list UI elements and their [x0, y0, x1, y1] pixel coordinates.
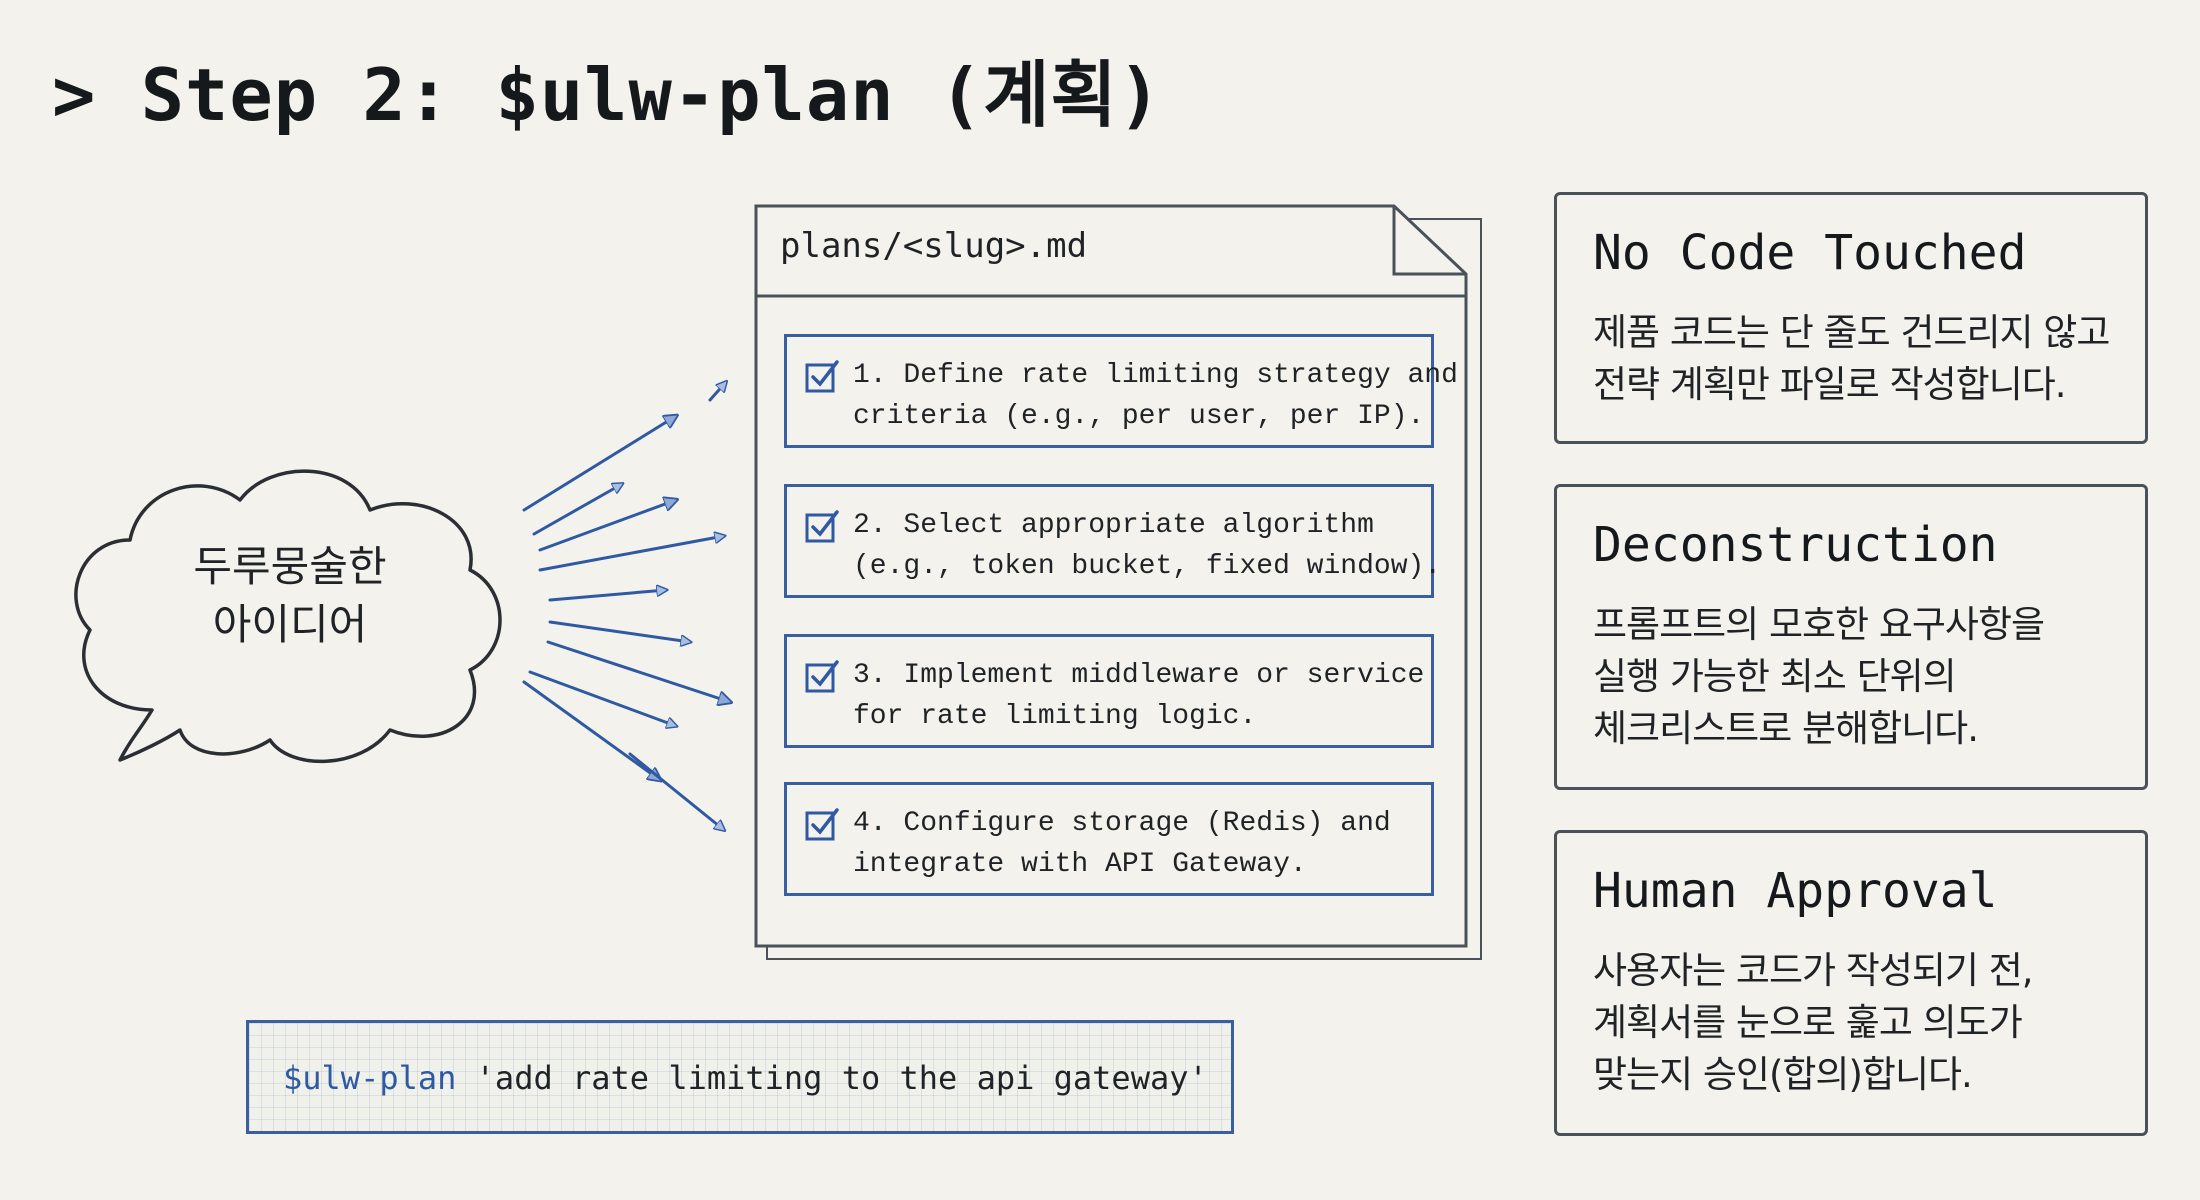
card-line: 계획서를 눈으로 훑고 의도가	[1593, 1001, 2023, 1044]
card-line: 프롬프트의 모호한 요구사항을	[1593, 603, 2045, 646]
card-no-code-touched: No Code Touched 제품 코드는 단 줄도 건드리지 않고 전략 계…	[1554, 192, 2148, 444]
command-text: $ulw-plan 'add rate limiting to the api …	[283, 1059, 1208, 1097]
card-body: 프롬프트의 모호한 요구사항을 실행 가능한 최소 단위의 체크리스트로 분해합…	[1593, 599, 2133, 755]
checklist-text: 1. Define rate limiting strategy and cri…	[853, 355, 1458, 437]
arrow-7	[546, 640, 730, 702]
checklist-text: 3. Implement middleware or service for r…	[853, 655, 1425, 737]
checklist-line-1: 4. Configure storage (Redis) and	[853, 808, 1391, 839]
idea-line-2: 아이디어	[212, 600, 368, 649]
command-keyword: $ulw-plan	[283, 1059, 457, 1097]
checklist-line-1: 1. Define rate limiting strategy and	[853, 360, 1458, 391]
slide-title: > Step 2: $ulw-plan (계획)	[52, 53, 1163, 137]
card-body: 제품 코드는 단 줄도 건드리지 않고 전략 계획만 파일로 작성합니다.	[1593, 307, 2133, 411]
checklist-item: 2. Select appropriate algorithm (e.g., t…	[784, 484, 1442, 598]
card-body: 사용자는 코드가 작성되기 전, 계획서를 눈으로 훑고 의도가 맞는지 승인(…	[1593, 945, 2133, 1101]
checkbox-checked-icon	[805, 660, 839, 693]
checklist-line-1: 3. Implement middleware or service	[853, 660, 1425, 691]
arrow-9	[522, 680, 660, 780]
checkbox-checked-icon	[805, 808, 839, 841]
arrow-10	[628, 752, 724, 830]
arrow-3	[538, 500, 676, 552]
command-box: $ulw-plan 'add rate limiting to the api …	[246, 1020, 1234, 1134]
card-line: 제품 코드는 단 줄도 건드리지 않고	[1593, 311, 2110, 354]
checklist-item: 1. Define rate limiting strategy and cri…	[784, 334, 1458, 448]
checklist-line-1: 2. Select appropriate algorithm	[853, 510, 1374, 541]
arrow-5	[548, 590, 666, 602]
idea-text: 두루뭉술한 아이디어	[110, 538, 470, 654]
decomposition-arrows	[522, 360, 750, 860]
checkbox-checked-icon	[805, 510, 839, 543]
checklist-line-2: integrate with API Gateway.	[853, 849, 1307, 880]
card-line: 맞는지 승인(합의)합니다.	[1593, 1053, 1973, 1096]
card-title: Deconstruction	[1593, 517, 1998, 573]
card-title: No Code Touched	[1593, 225, 2027, 281]
checkbox-checked-icon	[805, 360, 839, 393]
checklist-line-2: (e.g., token bucket, fixed window).	[853, 551, 1442, 582]
card-deconstruction: Deconstruction 프롬프트의 모호한 요구사항을 실행 가능한 최소…	[1554, 484, 2148, 790]
arrow-11	[708, 382, 726, 402]
checklist-item: 3. Implement middleware or service for r…	[784, 634, 1434, 748]
arrow-4	[538, 536, 724, 572]
checklist-item: 4. Configure storage (Redis) and integra…	[784, 782, 1434, 896]
command-argument: 'add rate limiting to the api gateway'	[456, 1059, 1208, 1097]
checklist-text: 2. Select appropriate algorithm (e.g., t…	[853, 505, 1442, 587]
checklist-line-2: for rate limiting logic.	[853, 701, 1257, 732]
arrow-1	[522, 416, 676, 512]
checklist-line-2: criteria (e.g., per user, per IP).	[853, 401, 1425, 432]
card-line: 체크리스트로 분해합니다.	[1593, 707, 1979, 750]
card-line: 실행 가능한 최소 단위의	[1593, 655, 1957, 698]
card-line: 사용자는 코드가 작성되기 전,	[1593, 949, 2034, 992]
arrow-6	[548, 620, 690, 642]
card-line: 전략 계획만 파일로 작성합니다.	[1593, 363, 2067, 406]
card-title: Human Approval	[1593, 863, 1998, 919]
card-human-approval: Human Approval 사용자는 코드가 작성되기 전, 계획서를 눈으로…	[1554, 830, 2148, 1136]
arrow-8	[528, 670, 676, 726]
plan-filename: plans/<slug>.md	[780, 226, 1088, 266]
idea-line-1: 두루뭉술한	[193, 542, 387, 591]
checklist-text: 4. Configure storage (Redis) and integra…	[853, 803, 1423, 885]
thought-cloud	[74, 469, 502, 764]
arrow-2	[532, 484, 622, 536]
